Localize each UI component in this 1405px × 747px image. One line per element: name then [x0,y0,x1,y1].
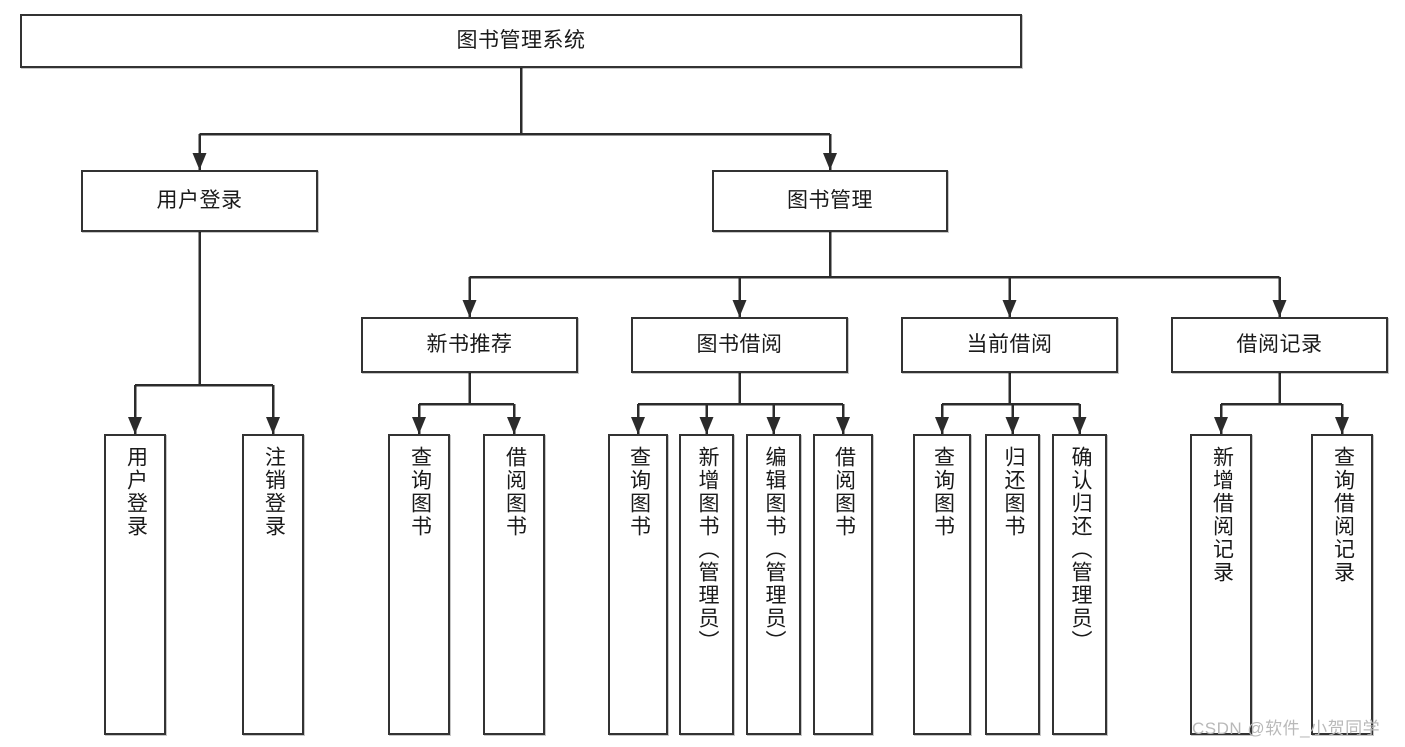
arrow-head-icon [631,417,645,434]
node-current-borrow: 当前借阅 [901,317,1118,373]
arrow-head-icon [1214,417,1228,434]
node-label: 新增借阅记录 [1210,446,1234,584]
arrow-head-icon [507,417,521,434]
node-label: 归还图书 [1001,446,1025,538]
arrow-head-icon [836,417,850,434]
node-leaf-query-book-recommend: 查询图书 [388,434,450,735]
node-label: 新增图书（管理员） [695,446,719,653]
arrow-head-icon [732,300,747,317]
arrow-head-icon [128,417,142,434]
node-label: 图书管理系统 [456,28,586,52]
node-label: 新书推荐 [426,332,513,356]
node-leaf-query-book-current: 查询图书 [913,434,971,735]
node-label: 注销登录 [262,446,286,538]
node-leaf-add-borrow-record: 新增借阅记录 [1190,434,1252,735]
node-label: 确认归还（管理员） [1068,446,1092,653]
node-leaf-return-book: 归还图书 [985,434,1040,735]
node-leaf-borrow-book: 借阅图书 [813,434,873,735]
node-book-borrow: 图书借阅 [631,317,848,373]
node-label: 用户登录 [124,446,148,538]
node-leaf-query-borrow-record: 查询借阅记录 [1311,434,1373,735]
node-label: 查询图书 [931,446,955,538]
node-label: 图书借阅 [696,332,783,356]
node-new-book-recommend: 新书推荐 [361,317,578,373]
arrow-head-icon [1272,300,1287,317]
node-leaf-borrow-book-recommend: 借阅图书 [483,434,545,735]
arrow-head-icon [1072,417,1087,434]
arrow-head-icon [192,153,207,170]
node-label: 编辑图书（管理员） [762,446,786,653]
node-leaf-edit-book: 编辑图书（管理员） [746,434,801,735]
arrow-head-icon [266,417,280,434]
watermark: CSDN @软件_小贺同学 [1192,719,1381,738]
arrow-head-icon [462,300,477,317]
arrow-head-icon [935,417,949,434]
arrow-head-icon [823,153,837,170]
node-label: 用户登录 [156,188,243,212]
node-root: 图书管理系统 [20,14,1022,68]
node-label: 借阅记录 [1236,332,1323,356]
node-label: 图书管理 [787,188,873,212]
node-label: 当前借阅 [966,332,1053,356]
node-label: 查询借阅记录 [1331,446,1355,584]
node-leaf-confirm-return: 确认归还（管理员） [1052,434,1107,735]
arrow-head-icon [1005,417,1020,434]
arrow-head-icon [412,417,426,434]
arrow-head-icon [766,417,781,434]
node-leaf-add-book: 新增图书（管理员） [679,434,734,735]
node-borrow-record: 借阅记录 [1171,317,1388,373]
node-book-manage: 图书管理 [712,170,948,232]
node-label: 查询图书 [627,446,651,538]
arrow-head-icon [699,417,714,434]
node-label: 借阅图书 [832,446,856,538]
node-leaf-query-book-borrow: 查询图书 [608,434,668,735]
arrow-head-icon [1335,417,1349,434]
node-label: 查询图书 [408,446,432,538]
node-leaf-user-logout: 注销登录 [242,434,304,735]
node-leaf-user-login: 用户登录 [104,434,166,735]
node-label: 借阅图书 [503,446,527,538]
arrow-head-icon [1002,300,1017,317]
node-user-login: 用户登录 [81,170,318,232]
